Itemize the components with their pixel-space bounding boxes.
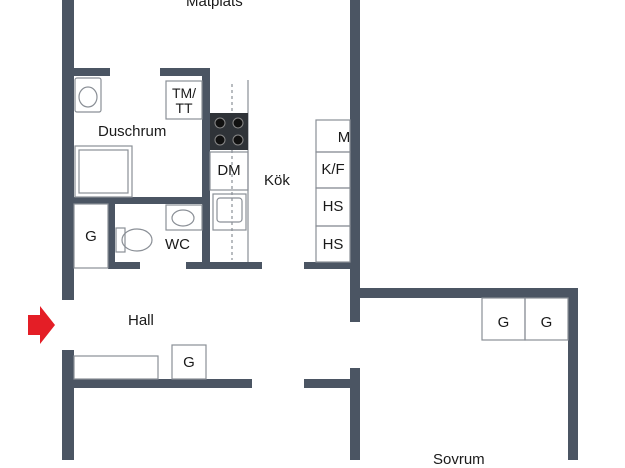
shower-inner <box>78 149 129 194</box>
room-label-kok: Kök <box>264 172 290 189</box>
dm-box <box>209 151 249 191</box>
room-label-hall: Hall <box>128 312 154 329</box>
wall-dusch-top-right <box>160 68 210 76</box>
fixture-label-tm: TM/ <box>171 85 197 101</box>
wall-kitchen-right <box>350 0 360 322</box>
cabinet-label-g-sovrum-1: G <box>497 314 510 331</box>
wall-kitchen-bottom <box>304 262 360 269</box>
wall-wc-bottom-left <box>108 262 140 269</box>
hall-cabinet-g <box>171 344 207 380</box>
cabinet-label-g-sovrum-2: G <box>540 314 553 331</box>
wall-dusch-right <box>202 68 210 268</box>
burner-1 <box>214 117 226 129</box>
fixture-label-dm: DM <box>217 162 241 179</box>
entrance-arrow-icon <box>28 306 55 344</box>
wall-left-upper <box>62 0 74 300</box>
wc-cabinet-g <box>73 203 109 269</box>
cabinet-label-hs2: HS <box>322 236 344 253</box>
cabinet-label-g-hall: G <box>183 354 195 371</box>
sink-outer <box>212 193 247 231</box>
fixtures <box>73 77 569 380</box>
cabinet-label-m: M <box>337 129 351 146</box>
room-label-wc: WC <box>165 236 190 253</box>
cabinet-label-kf: K/F <box>321 161 345 178</box>
wall-sovrum-right <box>568 288 578 460</box>
sink-inner <box>216 197 243 223</box>
wall-wc-left <box>108 204 115 268</box>
wall-left-lower <box>62 350 74 460</box>
wall-hall-bottom-left <box>62 379 252 388</box>
shower <box>74 145 133 198</box>
wall-dusch-top-left <box>74 68 110 76</box>
stove-top <box>210 113 248 150</box>
washbasin-dusch <box>74 77 102 113</box>
toilet-bowl <box>121 228 153 252</box>
tm-tt-box <box>165 80 203 120</box>
washbasin-dusch-bowl <box>78 86 98 108</box>
wall-sovrum-top <box>360 288 578 298</box>
cabinet-hs2 <box>315 225 351 263</box>
washbasin-wc-bowl <box>171 209 195 227</box>
wall-dusch-bottom <box>74 197 210 204</box>
wall-wc-bottom-right <box>186 262 262 269</box>
stove <box>210 113 248 150</box>
cabinet-label-g-wc: G <box>85 228 97 245</box>
hall-bench <box>73 355 159 380</box>
room-label-duschrum: Duschrum <box>98 123 167 140</box>
room-label-matplats: Matplats <box>186 0 243 10</box>
fixture-label-tt: TT <box>175 100 193 116</box>
burner-3 <box>214 134 226 146</box>
washbasin-wc <box>165 204 203 231</box>
wall-sovrum-left <box>350 368 360 460</box>
sovrum-wardrobe-2 <box>524 297 569 341</box>
burner-4 <box>232 134 244 146</box>
cabinet-label-hs1: HS <box>322 198 344 215</box>
burner-2 <box>232 117 244 129</box>
wall-hall-bottom-right <box>304 379 360 388</box>
walls <box>62 0 578 460</box>
toilet-tank <box>115 227 126 253</box>
